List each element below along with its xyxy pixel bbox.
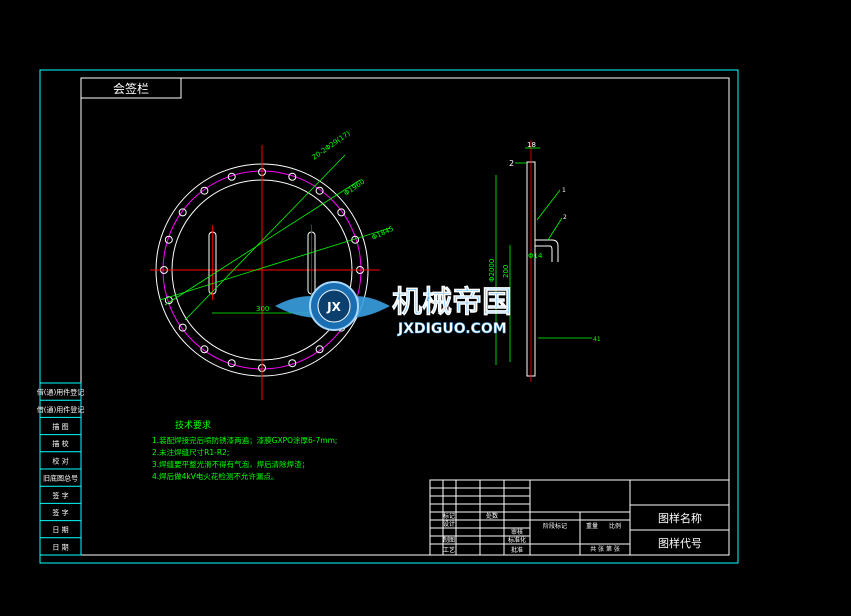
scale-label: 比例 (609, 522, 621, 530)
left-strip-label: 签 字 (52, 491, 68, 500)
bolt-hole (200, 345, 209, 354)
left-strip-label: 借(通)用件登记 (37, 405, 84, 414)
left-strip-label: 旧底图总号 (43, 474, 78, 483)
dim-d4: 300 (256, 305, 269, 313)
left-strip-label: 校 对 (52, 456, 68, 465)
row-label-1: 设计 (443, 520, 455, 528)
col-label-2: 标准化 (508, 536, 526, 544)
inner-frame (80, 77, 730, 556)
left-strip-label: 日 期 (52, 526, 68, 534)
countersign-label: 会签栏 (113, 81, 149, 96)
left-strip-label: 签 字 (52, 508, 68, 517)
col-label-0: 处数 (486, 512, 498, 520)
drawing-name-label: 图样名称 (658, 511, 702, 525)
tech-line-1: 1.装配焊接完后喷防锈漆两遍；漆膜GXPO涂厚6-7mm; (152, 435, 337, 445)
col-label-3: 批准 (511, 546, 523, 554)
bolt-hole (178, 323, 187, 332)
countersign-box (80, 77, 182, 99)
bolt-hole (288, 359, 297, 368)
dim-d9: 200 (502, 265, 510, 278)
watermark-badge: JX (326, 300, 341, 314)
tech-requirements: 技术要求 1.装配焊接完后喷防锈漆两遍；漆膜GXPO涂厚6-7mm; 2.未注焊… (152, 419, 337, 481)
bolt-hole (227, 359, 236, 368)
bolt-hole (337, 208, 346, 217)
dim-d7: Φ2000 (488, 259, 496, 282)
weight-label: 重量 (586, 522, 598, 530)
stage-label: 阶段标记 (543, 522, 567, 530)
dim-d11: 2 (563, 214, 567, 221)
left-strip-label: 日 期 (52, 543, 68, 551)
row-label-2: 制图 (443, 536, 455, 544)
dim-d5: 18 (527, 141, 536, 149)
bolt-hole (178, 208, 187, 217)
bolt-hole (164, 235, 173, 244)
bolt-hole (315, 186, 324, 195)
bolt-hole (200, 186, 209, 195)
left-strip-label: 描 校 (52, 439, 68, 448)
col-label-1: 审核 (511, 528, 523, 536)
watermark-en: JXDIGUO.COM (397, 321, 507, 337)
left-strip-label: 借(通)用件登记 (37, 388, 84, 397)
tech-line-2: 2.未注焊缝尺寸R1-R2; (152, 447, 229, 457)
sheet-label: 共 张 第 张 (590, 545, 620, 553)
outer-frame (39, 69, 739, 564)
title-block: 图样名称 图样代号 阶段标记 重量 比例 共 张 第 张 标记 设计 制图 工艺… (429, 479, 730, 556)
flange-side-view: 18 2 Φ2000 Φ14 200 1 2 41 (488, 140, 601, 382)
bolt-hole (288, 172, 297, 181)
row-label-0: 标记 (443, 512, 455, 520)
dim-d8: Φ14 (528, 252, 543, 260)
tech-line-3: 3.焊缝要平整光滑不得有气泡，焊后清除焊渣； (152, 459, 309, 469)
tech-heading: 技术要求 (175, 419, 211, 431)
dim-d10: 1 (562, 187, 566, 194)
drawing-code-label: 图样代号 (658, 536, 702, 550)
bolt-hole (227, 172, 236, 181)
left-strip-label: 描 图 (52, 422, 68, 431)
dim-d12: 41 (593, 336, 601, 343)
watermark-cn: 机械帝国 (392, 285, 512, 320)
bolt-hole (315, 345, 324, 354)
watermark-logo: JX 机械帝国 JXDIGUO.COM (275, 281, 512, 337)
tech-line-4: 4.焊后做4kV电火花检测不允许漏点。 (152, 471, 278, 481)
dim-d6: 2 (509, 159, 514, 168)
row-label-3: 工艺 (443, 546, 455, 554)
